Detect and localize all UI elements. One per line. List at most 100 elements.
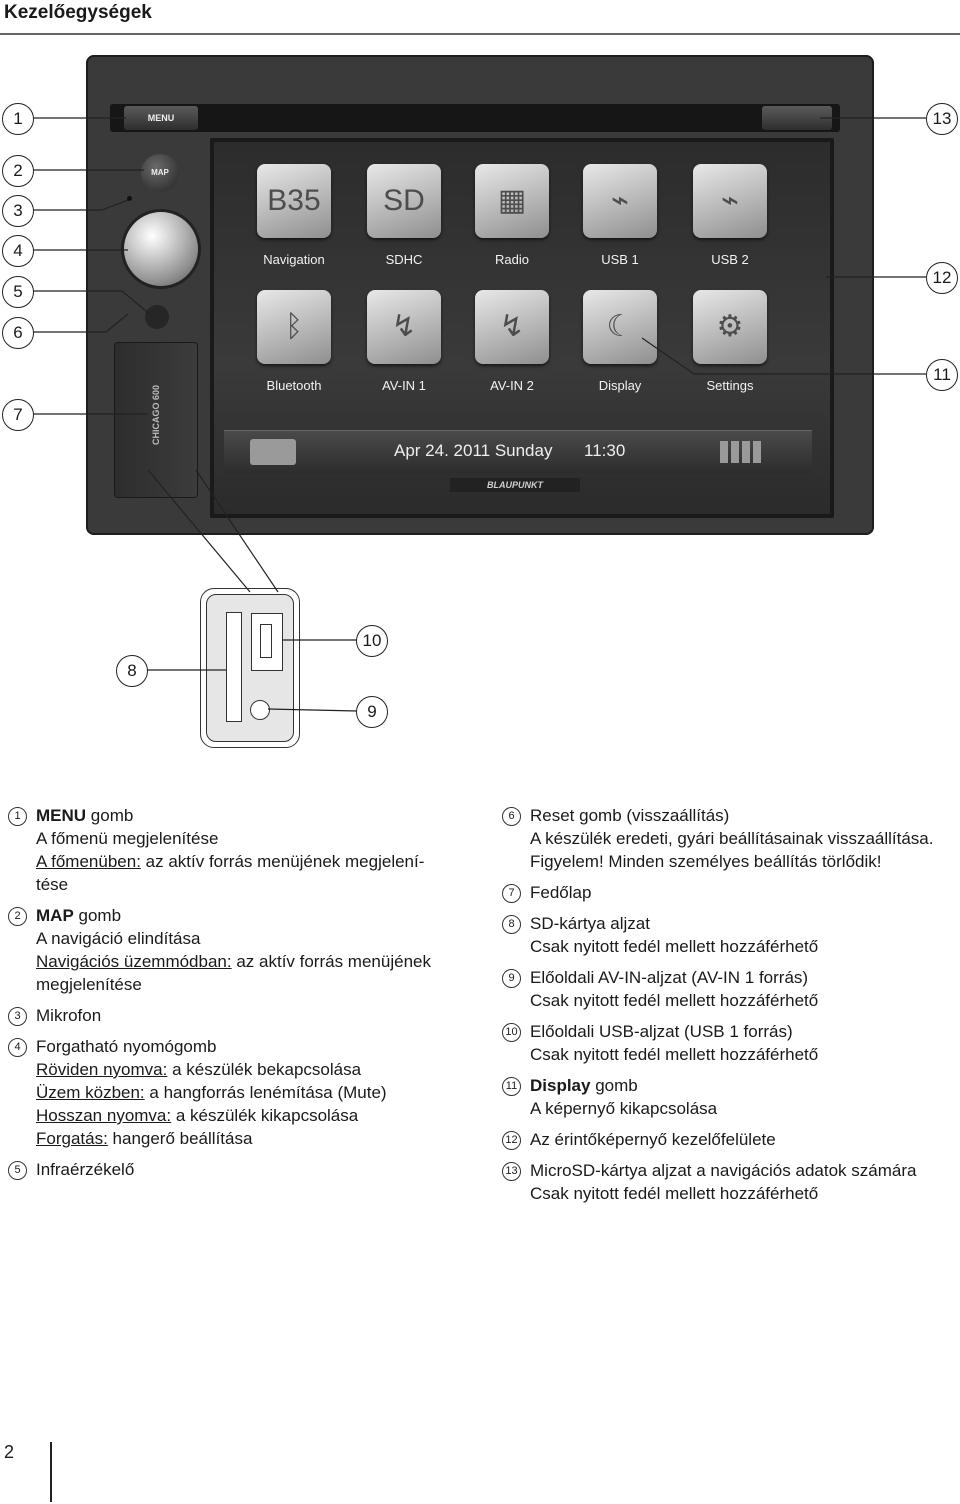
app-av-in-2[interactable]: ↯AV-IN 2	[466, 290, 558, 393]
legend-line: Forgatható nyomógomb	[36, 1035, 448, 1058]
callout-9: 9	[356, 696, 388, 728]
legend-line: A képernyő kikapcsolása	[530, 1097, 960, 1120]
status-date: Apr 24. 2011 Sunday	[394, 441, 553, 460]
microsd-slot-button[interactable]	[762, 106, 832, 130]
legend-text: Csak nyitott fedél mellett hozzáférhető	[530, 937, 819, 956]
callout-1: 1	[2, 103, 34, 135]
callout-3: 3	[2, 195, 34, 227]
gear-icon: ⚙	[693, 290, 767, 364]
legend-line: Display gomb	[530, 1074, 960, 1097]
app-label: AV-IN 1	[382, 378, 426, 393]
usb-port	[251, 613, 283, 671]
legend-number: 10	[502, 1023, 521, 1042]
legend-text: Navigációs üzemmódban:	[36, 952, 232, 971]
app-label: Settings	[706, 378, 754, 393]
legend-text: Mikrofon	[36, 1006, 102, 1025]
legend-text: az aktív forrás menüjének megjelení-	[140, 852, 425, 871]
slot-detail-view	[200, 588, 300, 748]
legend-text: Csak nyitott fedél mellett hozzáférhető	[530, 1184, 819, 1203]
legend-text: Üzem közben:	[36, 1083, 145, 1102]
app-settings[interactable]: ⚙ Settings	[684, 290, 776, 393]
legend-line: A főmenüben: az aktív forrás menüjének m…	[36, 850, 448, 873]
app-sdhc[interactable]: SD SDHC	[358, 164, 450, 267]
legend-text: gomb	[590, 1076, 638, 1095]
legend-number: 8	[502, 915, 521, 934]
usb-icon: ⌁	[693, 164, 767, 238]
legend-line: Előoldali AV-IN-aljzat (AV-IN 1 forrás)	[530, 966, 960, 989]
legend-text: Fedőlap	[530, 883, 592, 902]
legend-text: gomb	[86, 806, 134, 825]
legend-number: 9	[502, 969, 521, 988]
legend-number: 6	[502, 807, 521, 826]
legend-line: Hosszan nyomva: a készülék kikapcsolása	[36, 1104, 448, 1127]
legend-line: A főmenü megjelenítése	[36, 827, 448, 850]
footer-divider	[50, 1442, 52, 1502]
app-display[interactable]: ☾Display	[574, 290, 666, 393]
model-label: CHICAGO 600	[151, 384, 161, 446]
app-usb-2[interactable]: ⌁USB 2	[684, 164, 776, 267]
legend-text: hangerő beállítása	[107, 1129, 253, 1148]
app-label: Radio	[495, 252, 529, 267]
legend-text: Hosszan nyomva:	[36, 1106, 172, 1125]
callout-5: 5	[2, 276, 34, 308]
av-cable-icon: ↯	[367, 290, 441, 364]
legend-text: A készülék eredeti, gyári beállításainak…	[530, 829, 934, 848]
callout-7: 7	[2, 399, 34, 431]
app-radio[interactable]: ▦ Radio	[466, 164, 558, 267]
av-in-jack	[250, 700, 270, 720]
legend-line: Röviden nyomva: a készülék bekapcsolása	[36, 1058, 448, 1081]
legend-text: A navigáció elindítása	[36, 929, 201, 948]
page-header: Kezelőegységek	[0, 0, 960, 35]
legend-text: Csak nyitott fedél mellett hozzáférhető	[530, 1045, 819, 1064]
app-usb-1[interactable]: ⌁USB 1	[574, 164, 666, 267]
app-label: SDHC	[385, 252, 423, 267]
sd-card-icon: SD	[367, 164, 441, 238]
legend-number: 5	[8, 1161, 27, 1180]
app-av-in-1[interactable]: ↯ AV-IN 1	[358, 290, 450, 393]
callout-4: 4	[2, 235, 34, 267]
legend-line: A készülék eredeti, gyári beállításainak…	[530, 827, 960, 850]
legend-text: Az érintőképernyő kezelőfelülete	[530, 1130, 776, 1149]
radio-icon: ▦	[475, 164, 549, 238]
legend-line: MicroSD-kártya aljzat a navigációs adato…	[530, 1159, 960, 1182]
legend-text: a készülék kikapcsolása	[171, 1106, 359, 1125]
legend-text: a készülék bekapcsolása	[167, 1060, 362, 1079]
callout-12: 12	[926, 262, 958, 294]
menu-button[interactable]: MENU	[124, 106, 198, 130]
header-divider	[0, 33, 960, 35]
legend-text: Infraérzékelő	[36, 1160, 135, 1179]
legend-line: Csak nyitott fedél mellett hozzáférhető	[530, 1043, 960, 1066]
status-time: 11:30	[584, 441, 626, 460]
app-label: Bluetooth	[266, 378, 322, 393]
legend-text: Figyelem! Minden személyes beállítás tör…	[530, 852, 882, 871]
callout-11: 11	[926, 359, 958, 391]
legend-item-13: 13 MicroSD-kártya aljzat a navigációs ada…	[502, 1159, 960, 1205]
legend-text: SD-kártya aljzat	[530, 914, 650, 933]
app-label: AV-IN 2	[490, 378, 534, 393]
legend-line: Csak nyitott fedél mellett hozzáférhető	[530, 1182, 960, 1205]
source-icon[interactable]	[250, 439, 296, 465]
reset-button[interactable]	[145, 305, 169, 329]
legend-number: 2	[8, 907, 27, 926]
legend-line: MENU gomb	[36, 804, 448, 827]
legend-line: megjelenítése	[36, 973, 448, 996]
callout-10: 10	[356, 625, 388, 657]
equalizer-icon[interactable]	[720, 441, 762, 463]
legend-number: 13	[502, 1162, 521, 1181]
map-button[interactable]: MAP	[141, 154, 179, 192]
rotary-knob[interactable]	[124, 212, 198, 286]
app-label: USB 1	[601, 252, 639, 267]
legend-number: 1	[8, 807, 27, 826]
brand-logo: BLAUPUNKT	[450, 478, 580, 492]
top-button-strip	[110, 104, 840, 132]
